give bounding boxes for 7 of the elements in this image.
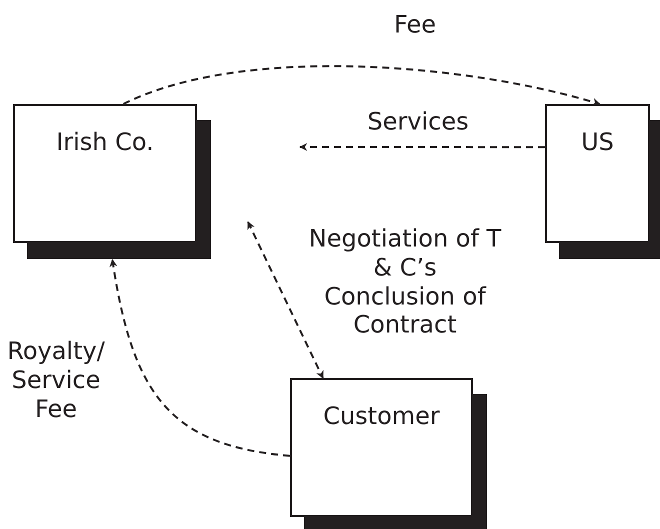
node-label: US (581, 128, 614, 156)
dashed-arrow (247, 221, 324, 379)
dashed-arrow (123, 65, 600, 106)
node-label: Irish Co. (56, 128, 154, 156)
dashed-arrow (299, 143, 545, 151)
node-label: Customer (323, 402, 440, 430)
dashed-arrow (110, 258, 290, 457)
